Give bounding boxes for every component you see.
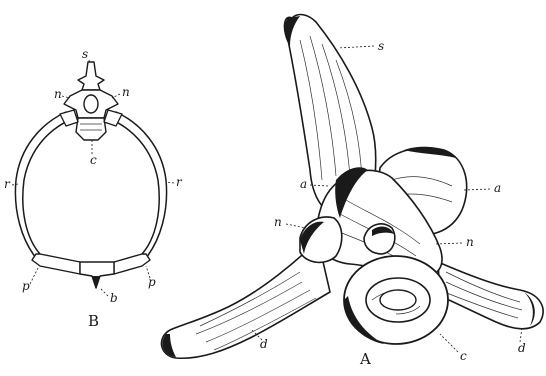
b-label-b: b [110, 291, 118, 305]
b-left-rib [15, 112, 74, 258]
b-label-r-right: r [176, 175, 183, 189]
b-caption: B [88, 312, 99, 330]
b-right-ventral-segment [114, 254, 150, 274]
b-label-s: s [82, 47, 88, 61]
b-label-c: c [90, 153, 97, 167]
b-label-r-left: r [4, 177, 11, 191]
figure-a-vertebra: s a a n n d c d A [161, 15, 543, 368]
b-label-p-right: p [148, 275, 156, 289]
a-caption: A [359, 350, 371, 368]
a-label-c: c [460, 349, 467, 363]
b-label-n-right: n [122, 85, 130, 99]
a-label-n-right: n [466, 235, 474, 249]
a-label-s: s [378, 39, 384, 53]
b-spinous-process [78, 62, 104, 90]
b-left-ventral-segment [32, 254, 80, 274]
b-label-n-left: n [54, 87, 62, 101]
b-centrum [76, 118, 106, 140]
b-right-rib [108, 112, 167, 258]
a-label-n-left: n [274, 215, 282, 229]
a-label-a-left: a [300, 177, 307, 191]
a-label-a-right: a [494, 181, 501, 195]
b-label-p-left: p [22, 279, 30, 293]
b-neural-canal [84, 95, 98, 113]
figure-b-diagram: s n n c r r p p b B [4, 47, 183, 330]
a-label-d-right: d [518, 341, 526, 355]
a-centrum-pit [380, 290, 416, 310]
